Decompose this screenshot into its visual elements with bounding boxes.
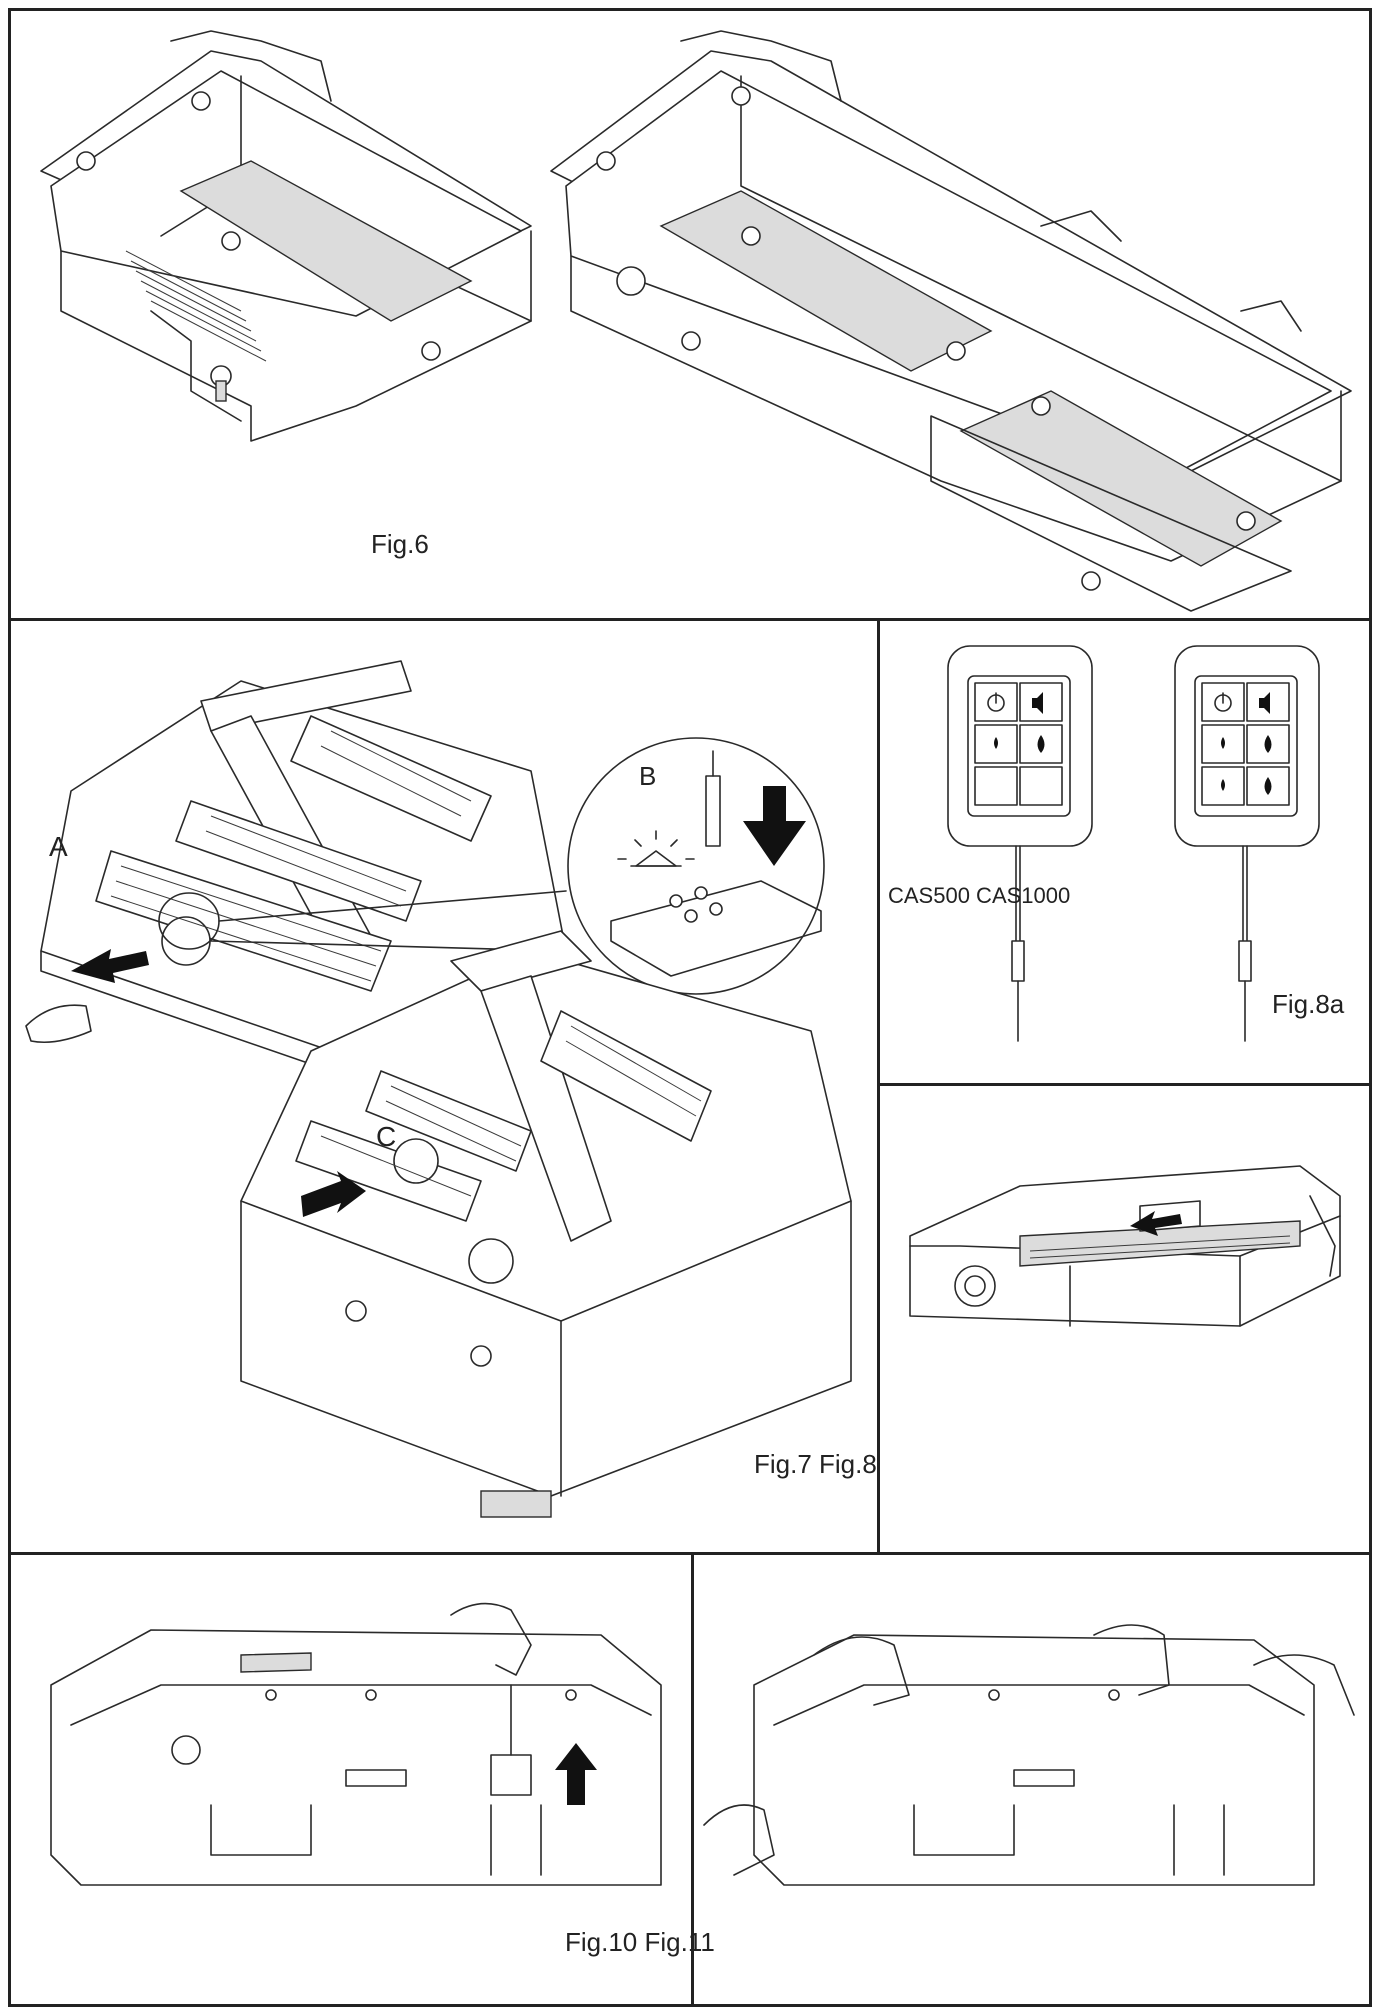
- detail-b-illustration: [567, 737, 825, 995]
- panel-fig6: Fig.6: [8, 8, 1372, 622]
- panel-fig8a: CAS500 CAS1000 Fig.8a: [877, 618, 1372, 1087]
- firebox-small-illustration: [40, 30, 532, 442]
- vent-slots: [125, 250, 267, 362]
- fig7-drawing: [25, 660, 852, 1518]
- light-icon: [617, 830, 695, 867]
- fig8a-caption: Fig.8a: [1272, 989, 1345, 1019]
- power-icon: [1214, 692, 1232, 712]
- firebox-large-illustration: [550, 30, 1352, 612]
- flame-icon: [1264, 735, 1272, 753]
- flame-icon: [1221, 737, 1225, 749]
- remote-cas1000-illustration: [1174, 645, 1320, 1042]
- speaker-icon: [1032, 692, 1043, 714]
- panel-fig10: [8, 1552, 695, 2007]
- fire-module-illustration: [909, 1165, 1341, 1327]
- fig6-caption: Fig.6: [371, 529, 429, 559]
- fig7-label-a: A: [49, 831, 68, 862]
- panel-fig8b: [877, 1083, 1372, 1556]
- flame-icon: [994, 737, 998, 749]
- fig7-8b-caption: Fig.7 Fig.8b: [754, 1449, 892, 1479]
- panel-fig7: A B C Fig.7 Fig.8b: [8, 618, 891, 1556]
- fig8b-drawing: [909, 1165, 1341, 1327]
- flame-icon: [1037, 735, 1045, 753]
- fig6-drawing: [40, 30, 1352, 612]
- fig10-11-caption: Fig.10 Fig.11: [565, 1927, 715, 1957]
- log-set-c-illustration: [240, 930, 852, 1518]
- flame-icon: [1264, 777, 1272, 795]
- fig7-label-b: B: [639, 761, 657, 791]
- fig11-drawing: [703, 1624, 1355, 1886]
- fig10-module-illustration: [50, 1602, 662, 1886]
- flame-icon: [1221, 779, 1225, 791]
- fig7-label-c: C: [376, 1121, 397, 1152]
- fig8a-drawing: [947, 645, 1320, 1042]
- speaker-icon: [1259, 692, 1270, 714]
- remote-cas500-illustration: [947, 645, 1093, 1042]
- power-icon: [987, 692, 1005, 712]
- panel-fig11: [691, 1552, 1372, 2007]
- fig8a-models: CAS500 CAS1000: [888, 883, 1071, 908]
- fig10-drawing: [50, 1602, 662, 1886]
- fig11-module-illustration: [703, 1624, 1355, 1886]
